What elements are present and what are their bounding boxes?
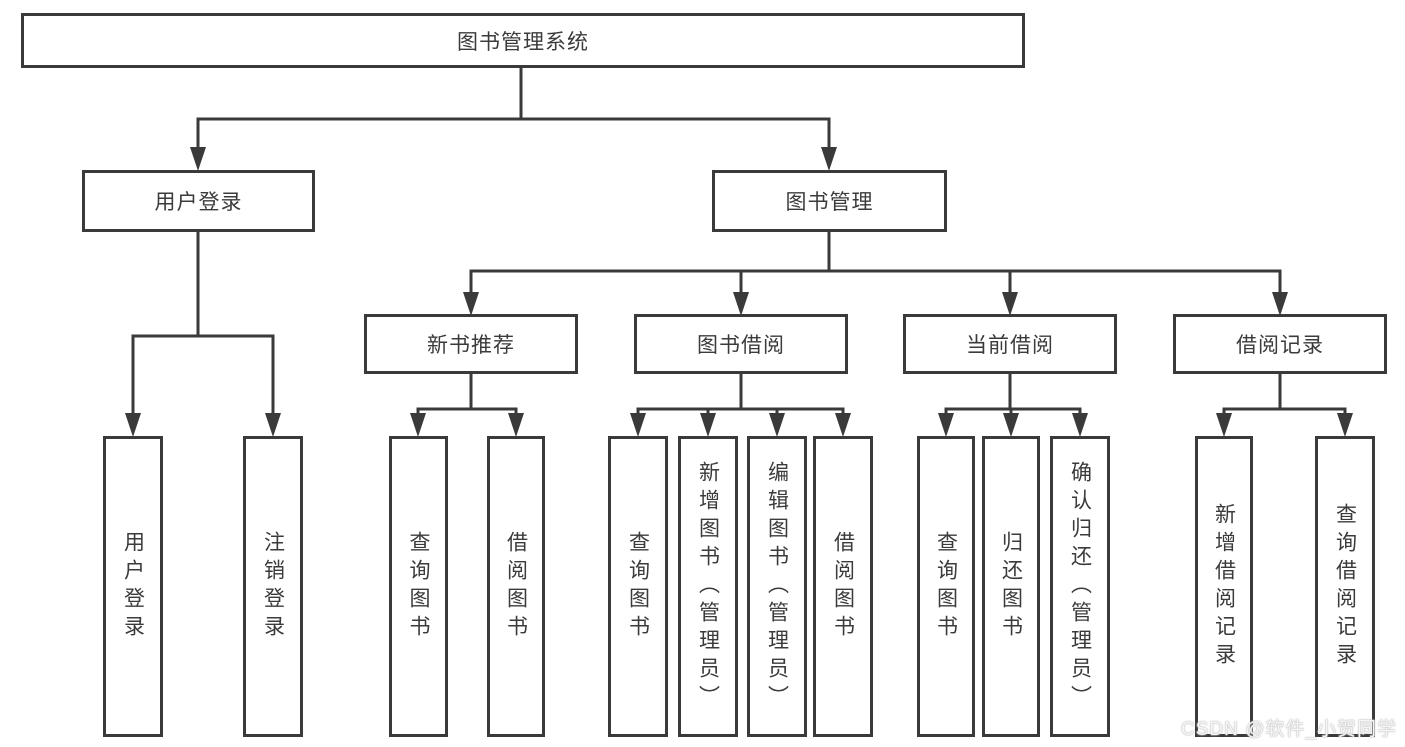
node-label: 借阅图书 [831,530,855,643]
node-label: 确认归还（管理员） [1068,460,1092,713]
leaf-query-books-current: 查询图书 [917,436,975,737]
leaf-edit-books-admin: 编辑图书（管理员） [747,436,807,737]
leaf-user-login: 用户登录 [103,436,163,737]
leaf-query-borrow-record: 查询借阅记录 [1315,436,1375,737]
node-label: 当前借阅 [966,334,1054,357]
leaf-query-books-borrowing: 查询图书 [608,436,668,737]
node-label: 借阅图书 [504,530,528,643]
leaf-borrow-books-recommend: 借阅图书 [487,436,545,737]
leaf-borrow-books-borrowing: 借阅图书 [813,436,873,737]
node-library-management-system: 图书管理系统 [21,13,1025,68]
node-label: 查询图书 [934,530,958,643]
node-label: 归还图书 [999,530,1023,643]
leaf-logout: 注销登录 [243,436,303,737]
node-current-borrowing: 当前借阅 [903,314,1117,374]
node-label: 新增借阅记录 [1212,502,1236,671]
leaf-add-books-admin: 新增图书（管理员） [678,436,738,737]
node-book-management: 图书管理 [712,170,947,232]
node-label: 借阅记录 [1236,334,1324,357]
leaf-return-books: 归还图书 [982,436,1040,737]
node-label: 注销登录 [261,530,285,643]
leaf-confirm-return-admin: 确认归还（管理员） [1050,436,1110,737]
node-label: 编辑图书（管理员） [765,460,789,713]
node-book-borrowing: 图书借阅 [634,314,848,374]
leaf-add-borrow-record: 新增借阅记录 [1195,436,1253,737]
node-label: 图书管理系统 [457,30,589,54]
leaf-query-books-recommend: 查询图书 [389,436,448,737]
node-label: 新增图书（管理员） [696,460,720,713]
node-label: 图书借阅 [697,334,785,357]
node-new-book-recommendation: 新书推荐 [364,314,578,374]
node-user-login: 用户登录 [82,170,315,232]
node-label: 查询图书 [626,530,650,643]
node-label: 用户登录 [154,191,243,214]
csdn-watermark: CSDN @软件_小贺同学 [1181,719,1397,740]
node-label: 用户登录 [121,530,145,643]
node-label: 图书管理 [785,191,874,214]
node-label: 新书推荐 [427,334,515,357]
node-label: 查询图书 [407,530,430,643]
node-label: 查询借阅记录 [1333,502,1357,671]
node-borrowing-records: 借阅记录 [1173,314,1387,374]
